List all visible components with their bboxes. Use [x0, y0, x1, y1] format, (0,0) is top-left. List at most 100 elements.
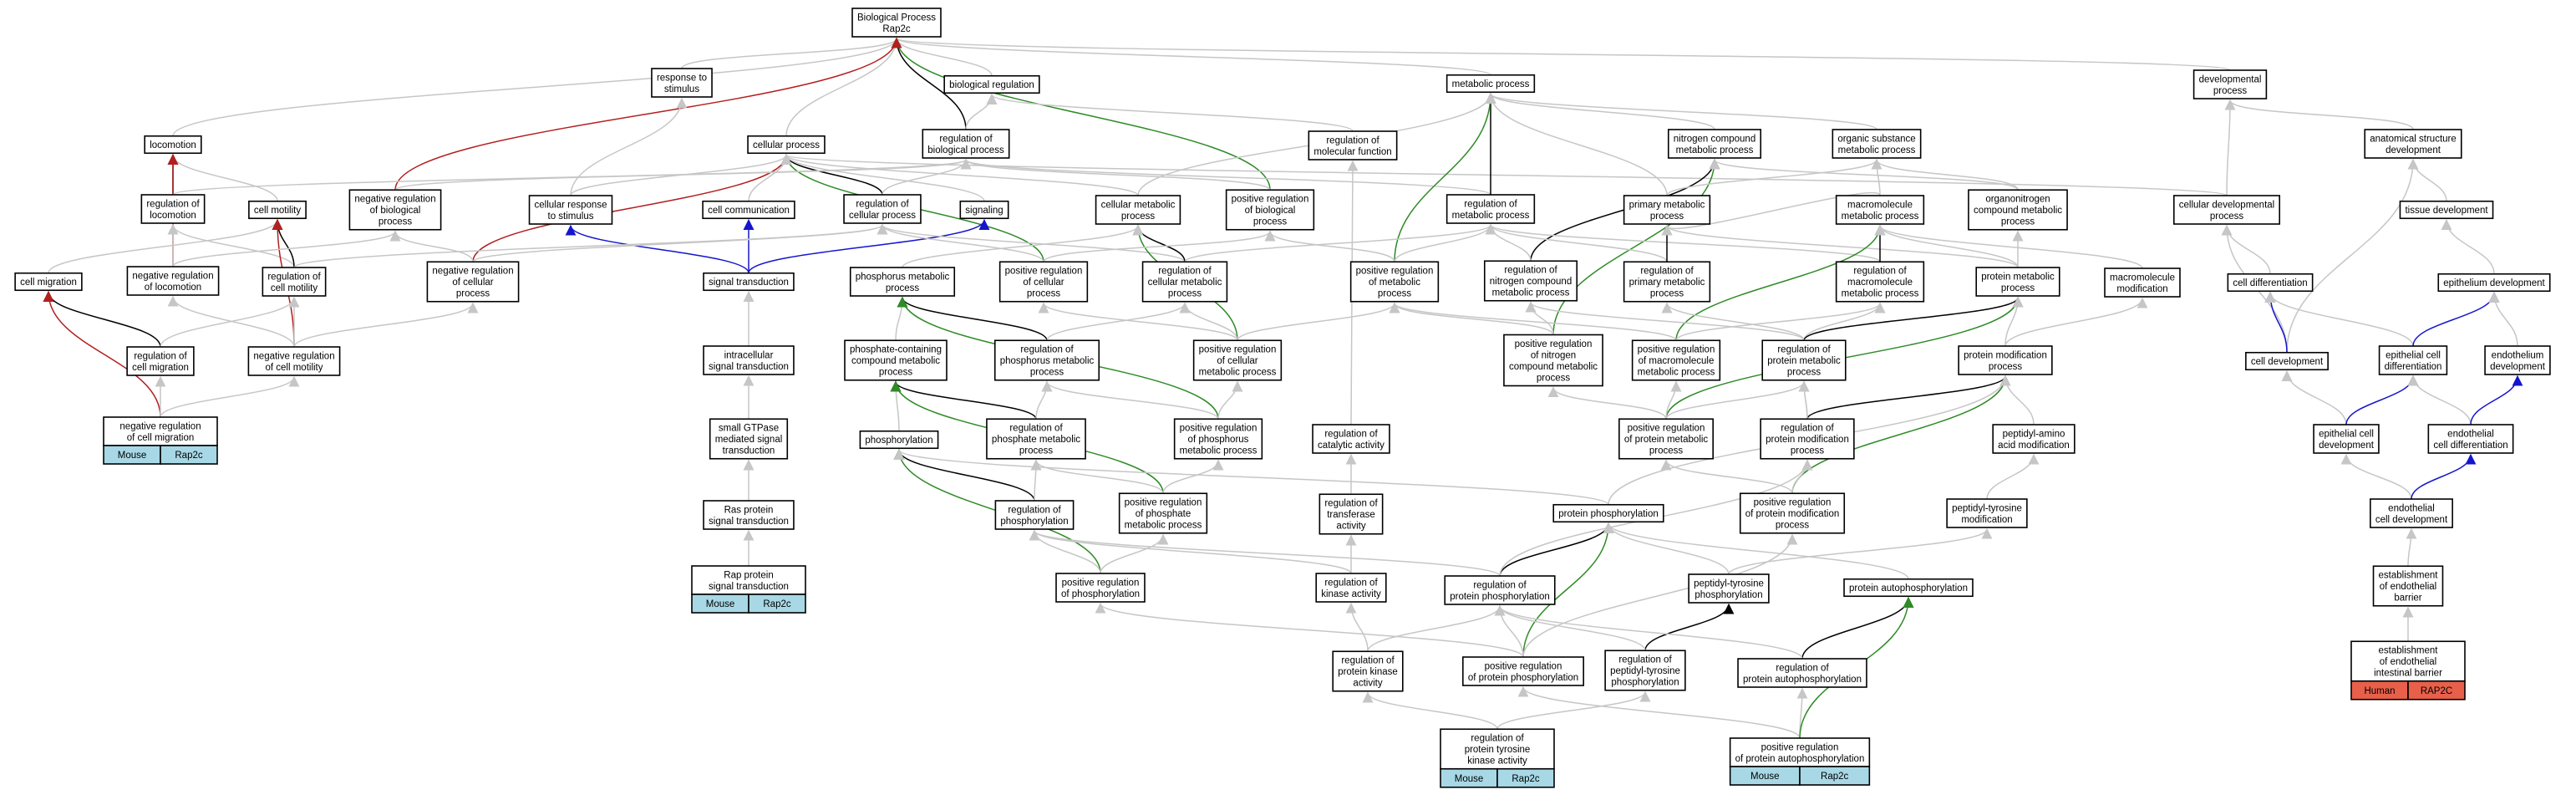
term-label-line: regulation of	[1009, 424, 1063, 434]
go-term-locomotion[interactable]: locomotion	[144, 135, 202, 155]
term-label-line: metabolic process	[1452, 79, 1530, 89]
go-term-metab[interactable]: metabolic process	[1446, 74, 1536, 94]
term-label-line: cellular developmental	[2179, 200, 2274, 210]
go-term-reg-pep-tyr[interactable]: regulation ofpeptidyl-tyrosinephosphoryl…	[1604, 650, 1686, 691]
term-label-line: peptidyl-tyrosine	[1694, 578, 1764, 589]
edge-cell_resp-to-resp_stim	[570, 97, 688, 196]
edge-pos_reg_nitro-to-reg_nitro	[1525, 301, 1554, 335]
go-term-cell-mot[interactable]: cell motility	[248, 200, 307, 220]
term-label-line: phosphorus metabolic	[856, 272, 950, 282]
go-term-phosphorylation[interactable]: phosphorylation	[859, 430, 939, 450]
go-term-cell-proc[interactable]: cellular process	[747, 135, 826, 155]
go-term-cell-dev[interactable]: cell development	[2245, 351, 2329, 371]
go-term-cell-comm[interactable]: cell communication	[702, 200, 795, 220]
go-term-cell-migr[interactable]: cell migration	[14, 272, 83, 292]
term-label-line: process	[1121, 211, 1156, 222]
edge-pos_reg_prot_mod-to-reg_prot_mod	[1791, 459, 1813, 494]
go-term-prot-autophos[interactable]: protein autophosphorylation	[1843, 578, 1974, 598]
go-term-biol-reg[interactable]: biological regulation	[943, 74, 1040, 94]
term-box	[1332, 650, 1404, 692]
go-term-prot-phos[interactable]: protein phosphorylation	[1552, 503, 1664, 523]
go-term-epi-dev[interactable]: epithelium development	[2437, 273, 2551, 293]
go-term-cell-diff[interactable]: cell differentiation	[2227, 273, 2314, 293]
term-box	[1141, 261, 1228, 303]
go-term-tissue-dev[interactable]: tissue development	[2399, 200, 2494, 220]
go-term-sig-trans[interactable]: signal transduction	[703, 272, 795, 292]
go-term-signaling[interactable]: signaling	[959, 200, 1009, 220]
